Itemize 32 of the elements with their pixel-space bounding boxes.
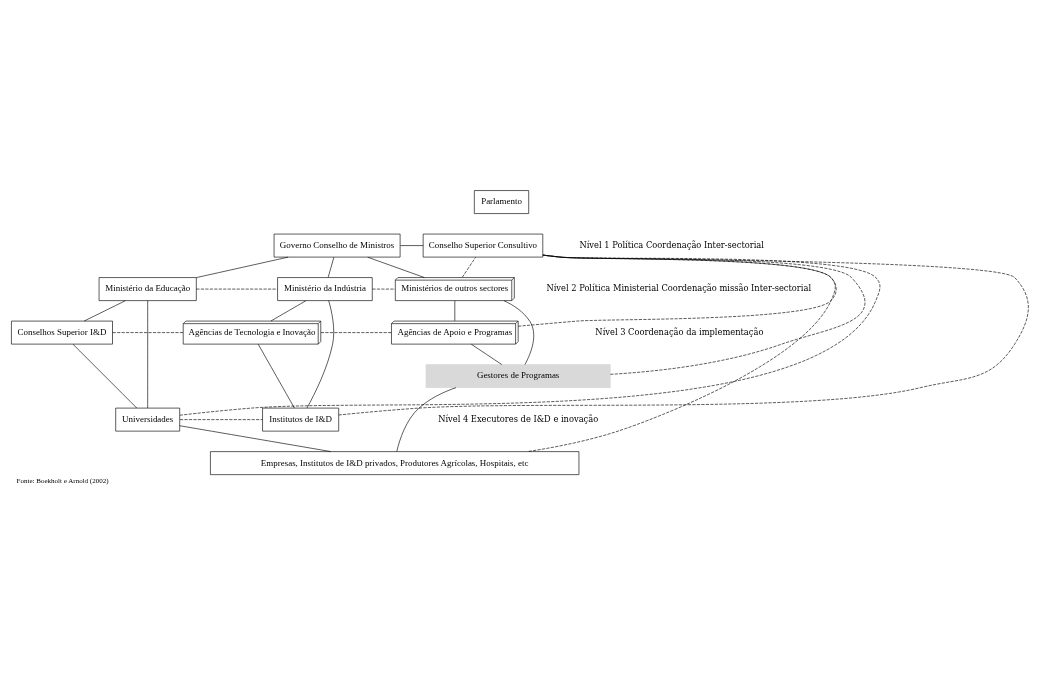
connector: [542, 254, 866, 375]
node-box: Governo Conselho de Ministros: [273, 233, 401, 258]
label: Nível 3 Coordenação da implementação: [595, 326, 764, 337]
label: Nível 2 Política Ministerial Coordenação missão Inter-sectorial: [546, 283, 812, 294]
connector: [112, 332, 184, 333]
connector: [367, 256, 425, 278]
connector: [400, 245, 424, 246]
connector: [320, 332, 392, 333]
connector: [179, 419, 263, 420]
connector: [196, 256, 289, 278]
node-box: Gestores de Programas: [425, 364, 611, 388]
connector: [503, 300, 535, 365]
node-box: Empresas, Institutos de I&D privados, Produtores Agrícolas, Hospitais, etc: [210, 451, 580, 475]
label: Nível 4 Executores de I&D e inovação: [438, 413, 599, 424]
node-box: Institutos de I&D: [262, 407, 339, 432]
node-box: Universidades: [115, 407, 180, 432]
node-box: Conselhos Superior I&D: [11, 320, 113, 345]
connector: [72, 343, 138, 409]
node-box: Ministério da Educação: [98, 277, 197, 301]
connector: [83, 300, 126, 322]
connector: [306, 300, 335, 409]
connector: [196, 288, 278, 290]
node-box: Parlamento: [474, 190, 530, 214]
connector: [257, 343, 295, 409]
node-box: Conselho Superior Consultivo: [422, 233, 544, 258]
node-box: Ministério da Indústria: [277, 277, 373, 301]
connector: [179, 425, 332, 452]
connector: [179, 254, 881, 416]
connector: [338, 254, 1029, 416]
label: Nível 1 Política Coordenação Inter-sectorial: [579, 239, 764, 250]
connector: [396, 387, 457, 452]
connector: [270, 300, 307, 322]
